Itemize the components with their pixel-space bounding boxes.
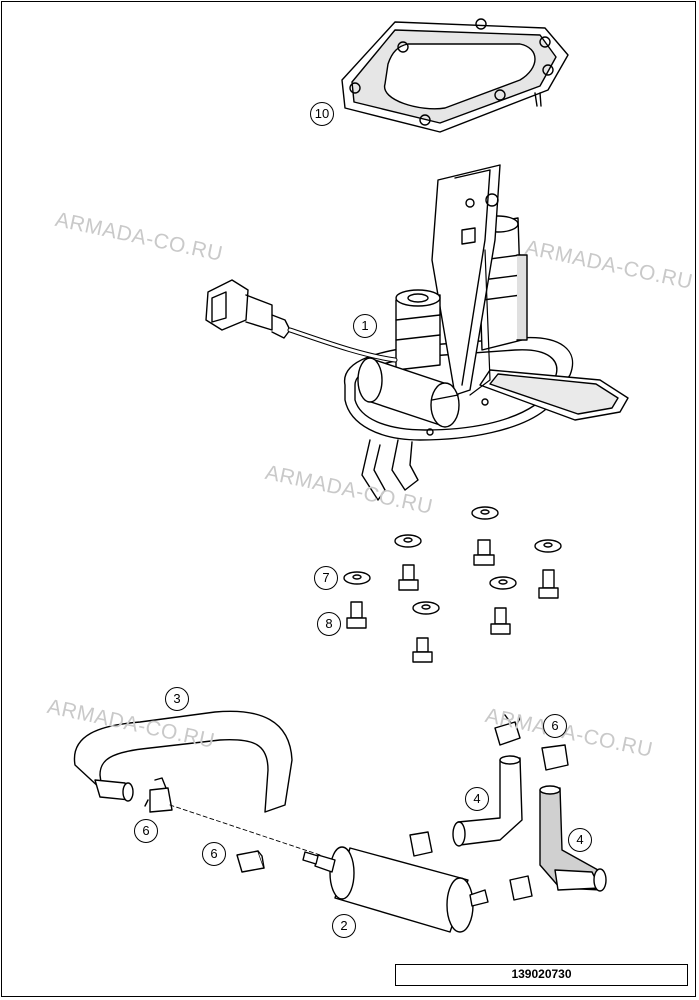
callout-part-10: 10	[310, 102, 334, 126]
fuel-hose-bent	[73, 710, 293, 813]
callout-part-6: 6	[202, 842, 226, 866]
callout-part-4: 4	[465, 787, 489, 811]
fuel-filter-canister	[357, 357, 460, 428]
base-outlet-pipes	[361, 439, 419, 501]
fuel-hose-elbow	[539, 785, 607, 892]
washers	[343, 506, 562, 615]
hose-clamp	[236, 850, 265, 873]
drawing-number: 139020730	[395, 964, 688, 986]
callout-part-8: 8	[317, 612, 341, 636]
callout-part-2: 2	[332, 914, 356, 938]
inline-fuel-filter	[302, 846, 489, 933]
bolts	[346, 539, 559, 663]
flange-gasket	[341, 18, 569, 133]
callout-part-6: 6	[543, 714, 567, 738]
callout-part-3: 3	[165, 687, 189, 711]
callout-part-7: 7	[314, 566, 338, 590]
callout-part-4: 4	[568, 828, 592, 852]
hose-clamp	[409, 714, 569, 901]
pump-outlet-housing	[395, 289, 441, 371]
level-sensor-float	[479, 369, 629, 421]
callout-part-6: 6	[134, 819, 158, 843]
pump-bracket	[431, 164, 501, 396]
callout-part-1: 1	[353, 314, 377, 338]
wiring-connector	[205, 279, 398, 363]
hose-clamp	[144, 777, 173, 813]
fuel-hose-elbow	[452, 755, 523, 847]
